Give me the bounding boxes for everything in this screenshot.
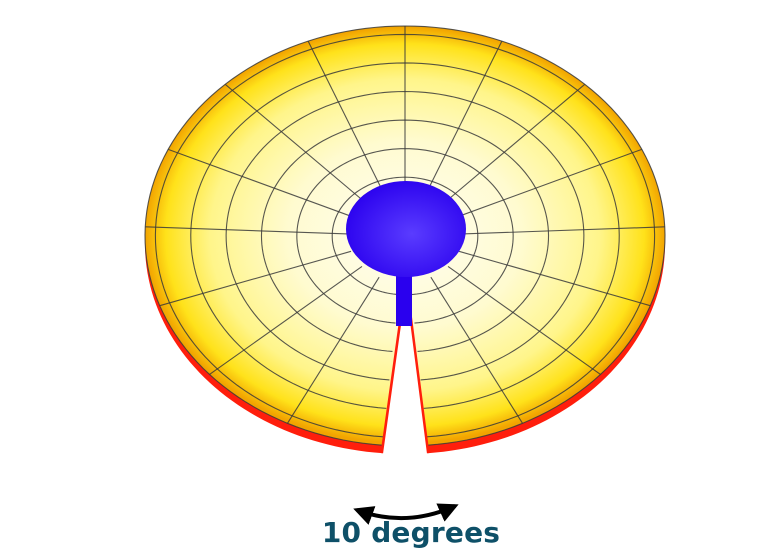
- disk-grid: [144, 25, 666, 446]
- central-core: [346, 181, 466, 277]
- grid-spoke: [444, 83, 586, 204]
- grid-spoke: [425, 40, 503, 194]
- angle-label-container: 10 degrees: [0, 516, 782, 549]
- grid-spoke: [159, 250, 352, 307]
- grid-spoke: [209, 266, 363, 375]
- grid-spoke: [462, 226, 665, 235]
- grid-spoke: [167, 148, 354, 218]
- grid-spoke: [287, 276, 380, 424]
- core-stem: [396, 270, 412, 326]
- angle-label: 10 degrees: [321, 516, 501, 549]
- angle-arrow: [353, 503, 459, 525]
- grid-spoke: [430, 276, 523, 424]
- grid-spoke: [456, 148, 643, 218]
- grid-spoke: [447, 266, 601, 375]
- grid-spoke: [458, 250, 651, 307]
- grid-spoke: [307, 40, 385, 194]
- grid-spoke: [145, 226, 348, 235]
- grid-spoke: [224, 83, 366, 204]
